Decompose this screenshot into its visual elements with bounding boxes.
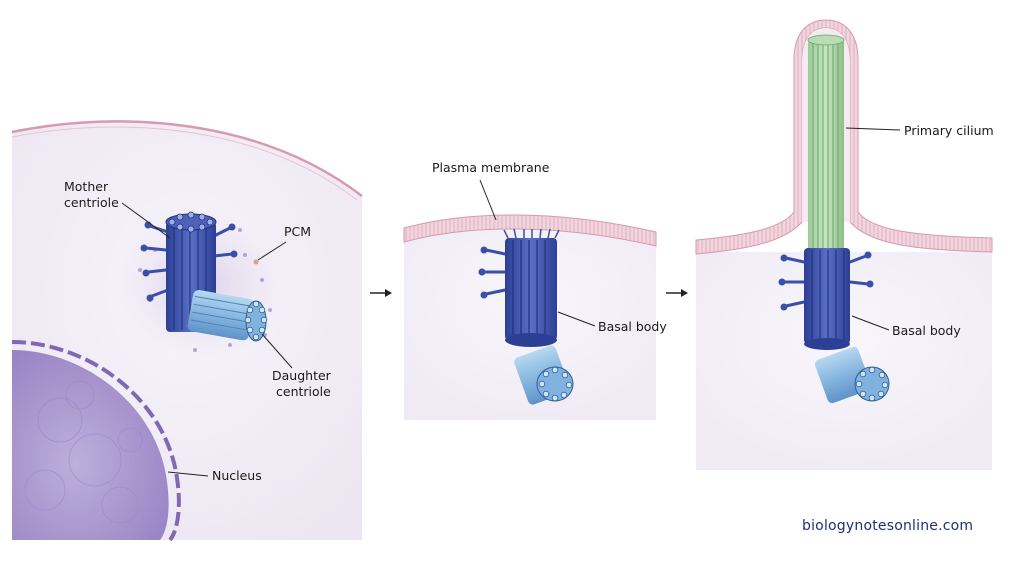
daughter-centriole-leader	[261, 333, 293, 369]
axoneme-body	[808, 40, 844, 250]
daughter-centriole-label-1: Daughter	[272, 368, 332, 383]
arrow-stage-1-to-2	[370, 289, 392, 297]
basal-body-3-appendage-tips	[778, 251, 874, 311]
basal-body-2-leader	[557, 311, 596, 327]
basal-body-2-triplets	[512, 240, 546, 338]
nucleus-leader	[167, 471, 209, 477]
basal-body-3	[778, 248, 874, 350]
cell-membrane	[11, 120, 363, 197]
primary-cilium-leader	[845, 127, 901, 131]
label-plasma-membrane: Plasma membrane	[432, 160, 550, 221]
daughter-centriole-label-2: centriole	[276, 384, 331, 399]
basal-body-2-base	[505, 333, 557, 347]
chromatin-texture	[24, 380, 143, 524]
basal-body-2-label: Basal body	[598, 319, 667, 334]
basal-body-3-leader	[851, 315, 890, 331]
mother-appendage-tips	[140, 221, 238, 302]
basal-body-2-appendage-tips	[478, 246, 488, 299]
mother-centriole-label-2: centriole	[64, 195, 119, 210]
daughter-triplets	[190, 295, 253, 331]
mother-centriole-leader	[121, 202, 171, 239]
mother-top-tubules	[168, 211, 214, 233]
plasma-membrane-leader	[479, 179, 497, 221]
daughter-end-tubules	[244, 300, 268, 341]
basal-body-3-label: Basal body	[892, 323, 961, 338]
arrow-stage-2-to-3	[666, 289, 688, 297]
daughter-centriole-3	[814, 346, 890, 404]
mother-centriole-label-1: Mother	[64, 179, 109, 194]
basal-body-3-triplets	[811, 250, 845, 342]
pcm-marker	[253, 259, 259, 265]
daughter-centriole-2	[514, 345, 574, 405]
nuclear-envelope	[11, 340, 181, 542]
primary-cilium-label: Primary cilium	[904, 123, 994, 138]
axoneme-tip	[807, 34, 845, 46]
daughter-barrel	[187, 290, 255, 341]
nucleus-label: Nucleus	[212, 468, 262, 483]
panel-centrosome: Mother centriole PCM Daughter centriole …	[11, 120, 363, 542]
basal-body-2-transition-fibers	[503, 228, 560, 239]
label-nucleus: Nucleus	[167, 468, 262, 483]
basal-body-2-appendages	[482, 248, 507, 296]
label-basal-body-3: Basal body	[851, 315, 961, 338]
nucleus	[12, 350, 169, 540]
mother-appendages	[144, 224, 234, 298]
plasma-membrane-label: Plasma membrane	[432, 160, 550, 175]
pcm-leader	[257, 241, 287, 261]
basal-body-3-barrel	[804, 248, 850, 344]
daughter-centriole	[187, 290, 268, 342]
cell-membrane-inner	[11, 126, 358, 201]
panel-cilium: Primary cilium Basal body	[695, 19, 994, 470]
panel-docking: Plasma membrane Basal body	[403, 160, 667, 420]
axoneme	[807, 34, 845, 250]
pcm-label: PCM	[284, 224, 311, 239]
basal-body-3-appendages	[782, 254, 870, 308]
watermark: biologynotesonline.com	[802, 518, 973, 534]
label-pcm: PCM	[257, 224, 311, 261]
label-daughter-centriole: Daughter centriole	[261, 333, 332, 399]
label-mother-centriole: Mother centriole	[64, 179, 171, 239]
label-primary-cilium: Primary cilium	[845, 123, 994, 138]
plasma-membrane-2	[403, 214, 657, 247]
basal-body-2	[478, 228, 560, 347]
axoneme-microtubules	[812, 38, 839, 250]
label-basal-body-2: Basal body	[557, 311, 667, 334]
basal-body-2-barrel	[505, 238, 557, 340]
basal-body-3-base	[804, 338, 850, 350]
